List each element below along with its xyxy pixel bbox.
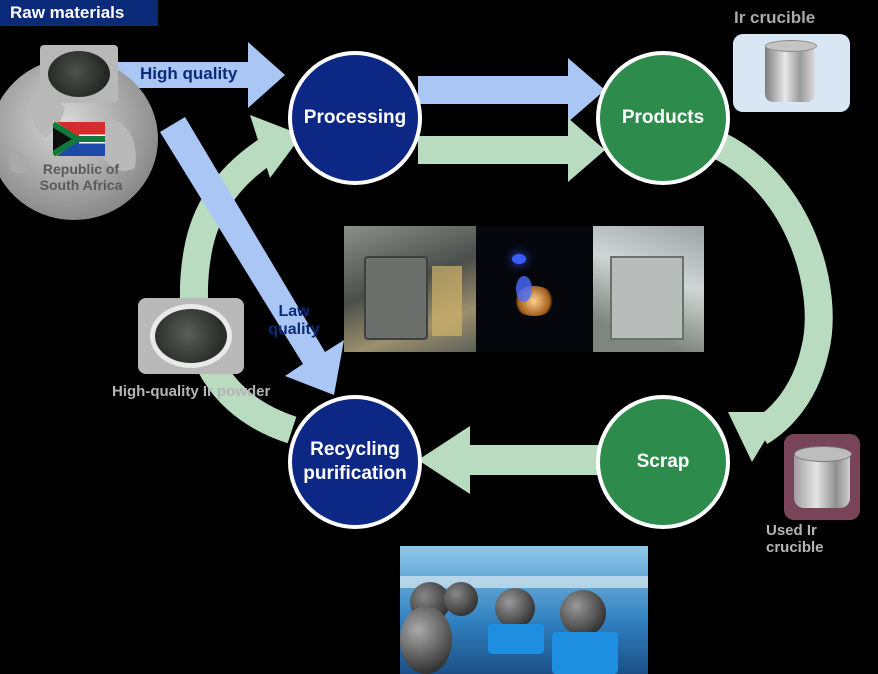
scrap-node: Scrap (596, 395, 730, 529)
ir-crucible-caption: Ir crucible (734, 8, 816, 27)
products-label: Products (621, 107, 705, 128)
globe-continents (10, 94, 136, 174)
processing-to-products-green-arrow (418, 118, 605, 182)
recycling-label-line2: purification (303, 463, 407, 484)
ir-crucible-image (733, 34, 850, 112)
process-equipment-photo (344, 226, 704, 352)
low-quality-label: Law quality (254, 303, 334, 339)
used-ir-crucible-image (784, 434, 860, 520)
ir-powder-image (138, 298, 244, 374)
used-ir-crucible-caption: Used Ir crucible (766, 522, 824, 556)
processing-to-products-blue-arrow (418, 58, 605, 122)
products-node: Products (596, 51, 730, 185)
country-line2: South Africa (39, 177, 123, 193)
raw-materials-label: Raw materials (0, 0, 158, 26)
recycling-to-processing-arrow (179, 138, 297, 444)
low-quality-line2: quality (268, 321, 320, 338)
scrap-to-recycling-arrow (418, 426, 605, 494)
low-quality-arrow (160, 117, 344, 395)
raw-powder-image (40, 45, 118, 103)
products-to-scrap-arrow (711, 132, 833, 445)
recycling-node: Recycling purification (288, 395, 422, 529)
recycling-label-line1: Recycling (310, 439, 400, 460)
processing-node: Processing (288, 51, 422, 185)
scrap-label: Scrap (636, 451, 690, 472)
processing-label: Processing (303, 107, 407, 128)
country-line1: Republic of (42, 161, 120, 177)
country-label: Republic of South Africa (26, 161, 136, 193)
south-africa-flag-icon (53, 122, 105, 156)
high-quality-arrow (118, 42, 285, 108)
high-quality-label: High quality (140, 64, 238, 83)
ir-powder-caption: High-quality Ir powder (112, 383, 271, 400)
low-quality-line1: Law (278, 303, 310, 320)
factory-photo (400, 546, 648, 674)
